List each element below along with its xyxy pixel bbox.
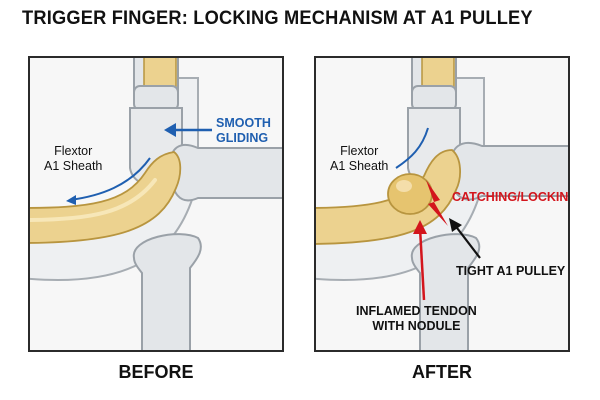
sheath-label-line2: A1 Sheath — [44, 159, 103, 173]
inflamed-tendon-arrow — [418, 227, 426, 301]
sheath-label-line2: A1 Sheath — [330, 159, 389, 173]
tendon-nodule — [387, 173, 433, 215]
sheath-label-line1: Flextor — [54, 144, 93, 158]
catching-label: CATCHING/LOCKING — [452, 190, 570, 204]
lower-bone — [132, 233, 202, 350]
tight-pulley-arrow — [453, 223, 481, 259]
after-caption: AFTER — [412, 362, 472, 382]
after-illustration — [316, 58, 568, 350]
after-panel: Flextor A1 Sheath CATCHING/LOCKING TIGHT… — [314, 56, 570, 352]
page-title: TRIGGER FINGER: LOCKING MECHANISM AT A1 … — [22, 8, 533, 29]
gliding-label-line1: SMOOTH — [216, 116, 271, 130]
inflamed-tendon-label: INFLAMED TENDON WITH NODULE — [356, 304, 477, 334]
before-panel: Flextor A1 Sheath SMOOTH GLIDING — [28, 56, 284, 352]
gliding-label: SMOOTH GLIDING — [216, 116, 271, 146]
sheath-label-line1: Flextor — [340, 144, 379, 158]
pulley-label: TIGHT A1 PULLEY — [456, 264, 566, 278]
before-illustration — [30, 58, 282, 350]
gliding-label-line2: GLIDING — [216, 131, 269, 145]
before-caption: BEFORE — [118, 362, 194, 382]
sheath-label: Flextor A1 Sheath — [44, 144, 102, 174]
tendon-label-line2: WITH NODULE — [372, 319, 461, 333]
right-bone — [170, 143, 282, 202]
sheath-label: Flextor A1 Sheath — [330, 144, 388, 174]
catching-lightning-icon — [426, 180, 448, 226]
gliding-path-arrow — [69, 157, 151, 201]
tendon-label-line1: INFLAMED TENDON — [356, 304, 477, 318]
